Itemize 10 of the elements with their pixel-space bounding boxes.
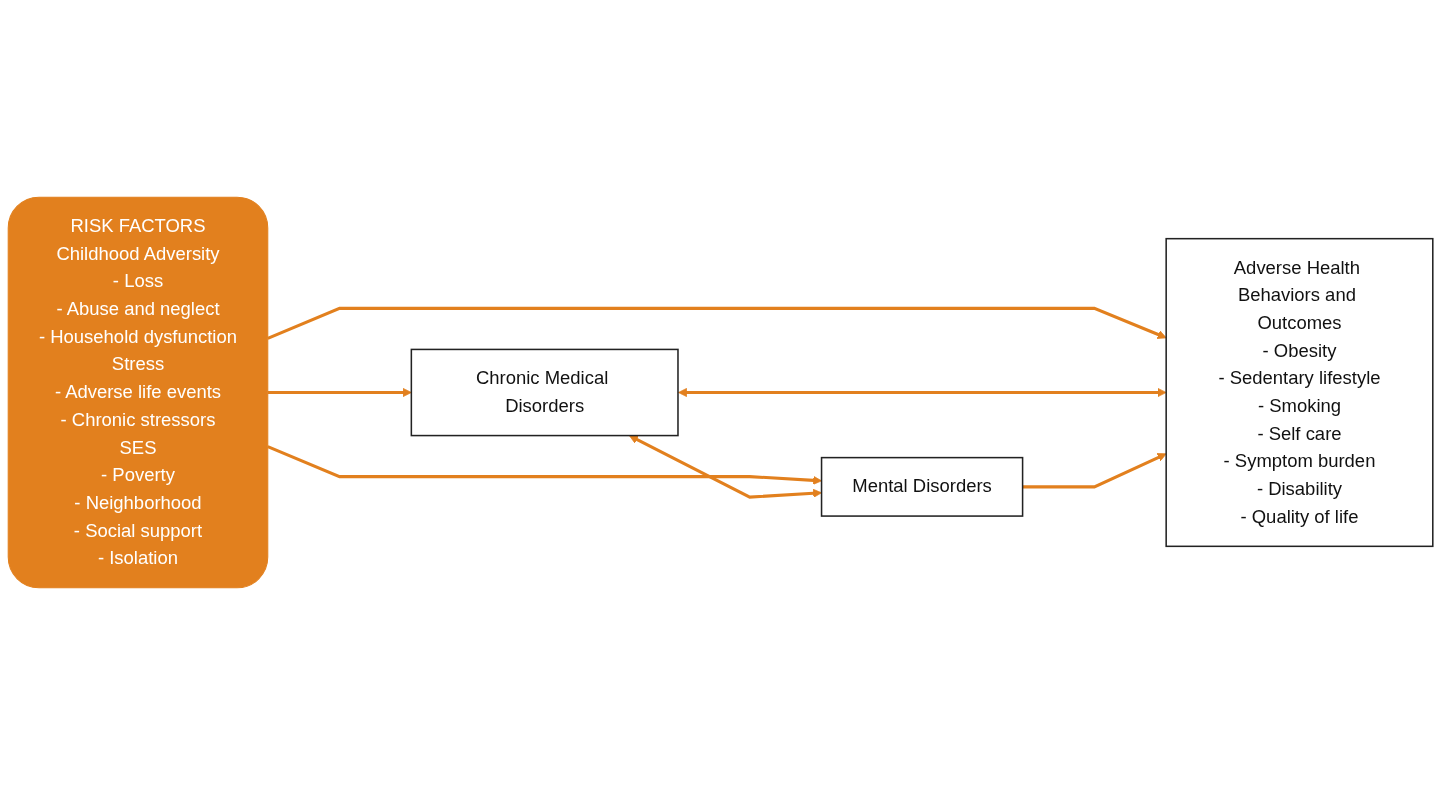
arrow <box>629 435 822 499</box>
arrow <box>267 388 412 397</box>
node-box: Adverse Health Behaviors and Outcomes - Obesity - Sedentary lifestyle - Smoking - Self care - Symptom burden - Disability - Quality of life <box>1165 237 1434 548</box>
arrow <box>678 388 1167 397</box>
arrow <box>267 306 1167 340</box>
arrow <box>1022 453 1167 489</box>
node-box: Chronic Medical Disorders <box>410 348 679 437</box>
node-box: RISK FACTORS Childhood Adversity - Loss - Abuse and neglect - Household dysfunction Stress - Adverse life events - Chronic stressors SES - Poverty - Neighborhood - Social support - Isolation <box>7 196 269 589</box>
arrow <box>267 445 822 485</box>
node-box: Mental Disorders <box>820 456 1024 517</box>
